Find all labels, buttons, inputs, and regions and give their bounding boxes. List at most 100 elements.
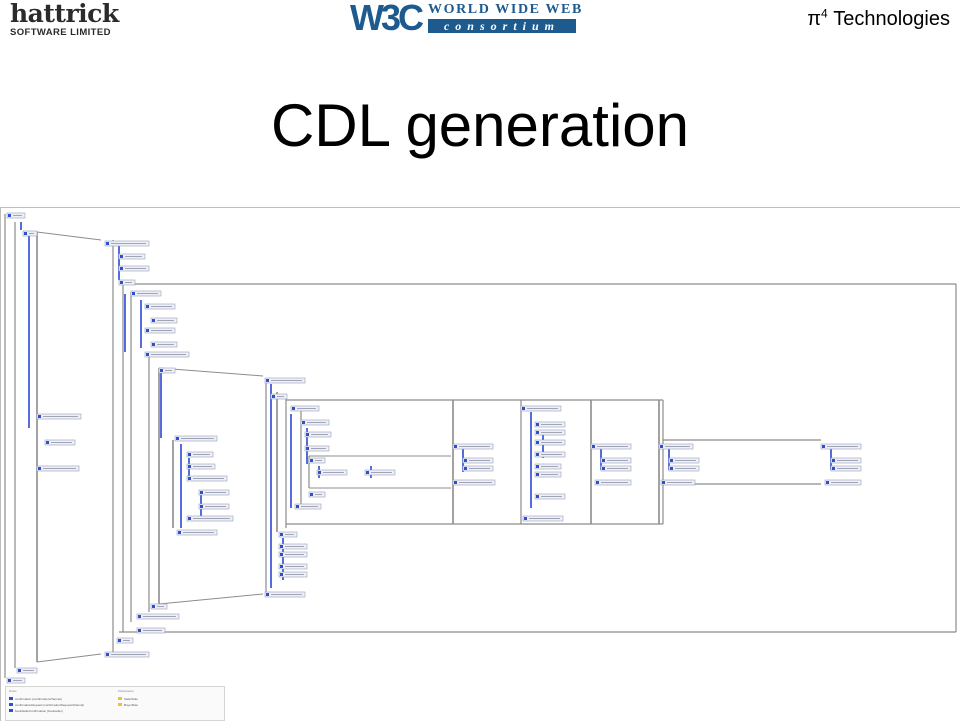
activity-node-label: [371, 472, 392, 473]
activity-node-label: [837, 460, 858, 461]
activity-node-label: [151, 306, 172, 307]
activity-node-label: [277, 396, 284, 397]
activity-node-icon: [296, 505, 299, 508]
activity-node-icon: [24, 232, 27, 235]
activity-node-icon: [200, 505, 203, 508]
activity-node-label: [837, 468, 858, 469]
activity-node-label: [529, 518, 560, 519]
activity-node-label: [665, 446, 690, 447]
activity-node-icon: [536, 453, 539, 456]
w3c-mark: W3C: [350, 0, 424, 38]
activity-node-icon: [138, 629, 141, 632]
activity-node-icon: [660, 445, 663, 448]
activity-node-icon: [188, 477, 191, 480]
activity-node-label: [675, 460, 696, 461]
activity-node-icon: [536, 423, 539, 426]
activity-node-label: [285, 574, 304, 575]
activity-node-icon: [188, 465, 191, 468]
activity-node-label: [285, 534, 294, 535]
activity-node-label: [151, 330, 172, 331]
activity-node-icon: [366, 471, 369, 474]
activity-node-label: [297, 408, 316, 409]
channel-icon: [9, 697, 13, 700]
activity-node-label: [597, 446, 628, 447]
activity-node-label: [43, 416, 78, 417]
company-superscript: 4: [821, 6, 828, 21]
company-prefix: π: [807, 8, 821, 30]
activity-node-label: [111, 654, 146, 655]
activity-node-label: [205, 492, 226, 493]
activity-node-label: [315, 494, 322, 495]
activity-node-label: [527, 408, 558, 409]
activity-node-icon: [132, 292, 135, 295]
activity-node-icon: [46, 441, 49, 444]
activity-node-label: [205, 506, 226, 507]
activity-node-icon: [280, 553, 283, 556]
activity-node-icon: [160, 369, 163, 372]
activity-node-label: [607, 468, 628, 469]
activity-node-icon: [106, 242, 109, 245]
activity-node-label: [601, 482, 628, 483]
activity-node-label: [459, 482, 492, 483]
activity-node-icon: [832, 459, 835, 462]
activity-node-icon: [524, 517, 527, 520]
activity-node-icon: [188, 453, 191, 456]
activity-node-icon: [454, 445, 457, 448]
diagram-legend: Roles Participants confirmation (confirm…: [5, 686, 225, 721]
activity-node-icon: [200, 491, 203, 494]
activity-node-label: [193, 518, 230, 519]
activity-node-label: [301, 506, 318, 507]
activity-node-icon: [152, 605, 155, 608]
w3c-logo-line2: consortium: [428, 19, 576, 33]
activity-node-label: [311, 434, 328, 435]
activity-node-label: [125, 282, 132, 283]
channel-icon: [9, 703, 13, 706]
activity-node-label: [469, 460, 490, 461]
activity-node-icon: [318, 471, 321, 474]
activity-node-icon: [602, 459, 605, 462]
w3c-logo: W3C WORLD WIDE WEB consortium: [350, 0, 581, 40]
connector-line: [36, 653, 102, 663]
activity-node-icon: [146, 305, 149, 308]
activity-node-icon: [38, 467, 41, 470]
activity-node-label: [151, 354, 186, 355]
activity-node-label: [541, 454, 562, 455]
activity-node-icon: [280, 573, 283, 576]
role-icon: [118, 703, 122, 706]
activity-node-icon: [272, 395, 275, 398]
activity-node-icon: [832, 467, 835, 470]
connector-line: [158, 593, 264, 605]
activity-node-icon: [152, 343, 155, 346]
legend-item: confirmationRequest (confirmationRequest…: [9, 703, 84, 707]
activity-node-label: [285, 546, 304, 547]
activity-node-icon: [670, 459, 673, 462]
activity-node-icon: [306, 447, 309, 450]
activity-node-label: [165, 370, 172, 371]
activity-node-label: [323, 472, 344, 473]
activity-node-icon: [536, 495, 539, 498]
channel-icon: [9, 709, 13, 712]
activity-node-label: [675, 468, 696, 469]
activity-node-label: [827, 446, 858, 447]
activity-node-label: [125, 268, 146, 269]
activity-node-icon: [18, 669, 21, 672]
activity-node-icon: [662, 481, 665, 484]
hattrick-logo: hattrick SOFTWARE LIMITED: [10, 0, 122, 38]
activity-node-label: [459, 446, 490, 447]
activity-node-label: [469, 468, 490, 469]
company-name: π4 Technologies: [807, 7, 950, 31]
activity-node-icon: [280, 533, 283, 536]
activity-node-icon: [120, 281, 123, 284]
activity-node-label: [271, 380, 302, 381]
activity-node-label: [157, 344, 174, 345]
activity-node-icon: [310, 459, 313, 462]
activity-node-label: [311, 448, 326, 449]
activity-node-label: [143, 616, 176, 617]
activity-node-icon: [106, 653, 109, 656]
activity-node-icon: [822, 445, 825, 448]
activity-node-label: [541, 432, 562, 433]
activity-node-label: [193, 454, 210, 455]
legend-roles-heading: Roles: [9, 689, 17, 693]
activity-node-icon: [8, 214, 11, 217]
activity-node-label: [13, 215, 22, 216]
